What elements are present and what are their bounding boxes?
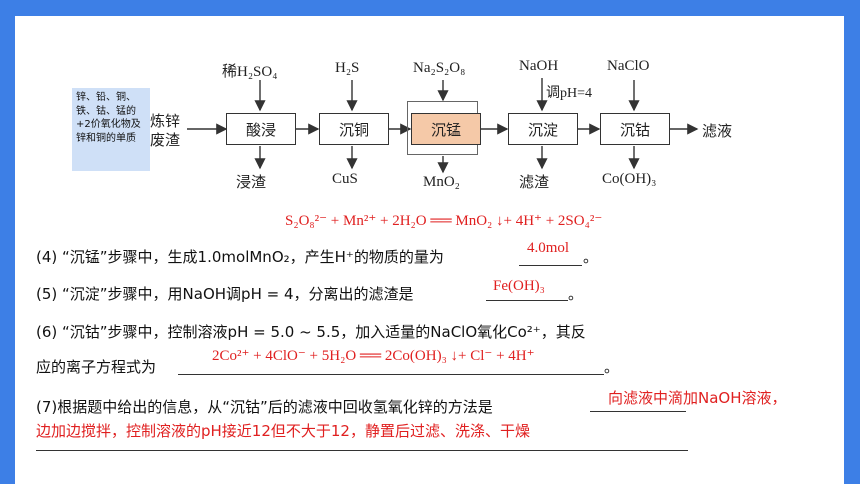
raw-material-note: 锌、铅、铜、铁、钴、锰的+2价氧化物及锌和铜的单质 xyxy=(72,88,150,171)
step-cobalt-precip: 沉钴 xyxy=(600,113,670,145)
question-6-end: 。 xyxy=(604,358,620,376)
feed-label: 炼锌废渣 xyxy=(150,112,181,149)
question-6-line1: (6) “沉钴”步骤中，控制溶液pH = 5.0 ~ 5.5，加入适量的NaCl… xyxy=(36,323,586,341)
step-acid-leach: 酸浸 xyxy=(226,113,296,145)
answer-5-underline xyxy=(486,300,568,301)
question-4-end: 。 xyxy=(583,248,599,266)
step-manganese-precip: 沉锰 xyxy=(411,113,481,145)
answer-6: 2Co²⁺ + 4ClO⁻ + 5H₂O ══ 2Co(OH)₃ ↓+ Cl⁻ … xyxy=(212,348,535,364)
answer-7-line1: 向滤液中滴加NaOH溶液， xyxy=(608,389,787,407)
answer-5: Fe(OH)₃ xyxy=(493,278,545,294)
product-1: 浸渣 xyxy=(236,173,267,191)
answer-7-underline-2 xyxy=(36,450,688,451)
reagent-5: NaClO xyxy=(607,58,650,74)
product-4: 滤渣 xyxy=(519,173,550,191)
reagent-1: 稀H₂SO₄ xyxy=(222,64,278,80)
product-5: Co(OH)₃ xyxy=(602,171,657,187)
answer-7-line2: 边加边搅拌，控制溶液的pH接近12但不大于12，静置后过滤、洗涤、干燥 xyxy=(36,422,530,440)
answer-4: 4.0mol xyxy=(527,240,570,256)
question-7: (7)根据题中给出的信息，从“沉钴”后的滤液中回收氢氧化锌的方法是 xyxy=(36,398,493,416)
reagent-4: NaOH xyxy=(519,58,559,74)
final-output: 滤液 xyxy=(702,122,733,140)
reagent-2: H₂S xyxy=(335,60,360,76)
answer-6-underline xyxy=(178,374,604,375)
ph-condition: 调pH=4 xyxy=(546,86,593,101)
step-precipitation: 沉淀 xyxy=(508,113,578,145)
product-2: CuS xyxy=(332,171,358,187)
step-copper-precip: 沉铜 xyxy=(319,113,389,145)
reagent-3: Na₂S₂O₈ xyxy=(413,60,466,76)
question-5-end: 。 xyxy=(568,285,584,303)
product-3: MnO₂ xyxy=(423,174,460,190)
question-6-line2: 应的离子方程式为 xyxy=(36,358,157,376)
mn-equation: S₂O₈²⁻ + Mn²⁺ + 2H₂O ══ MnO₂ ↓+ 4H⁺ + 2S… xyxy=(285,213,603,229)
question-4: (4) “沉锰”步骤中，生成1.0molMnO₂，产生H⁺的物质的量为 xyxy=(36,248,444,266)
answer-4-underline xyxy=(519,265,582,266)
slide xyxy=(15,16,844,484)
question-5: (5) “沉淀”步骤中，用NaOH调pH = 4，分离出的滤渣是 xyxy=(36,285,414,303)
answer-7-underline-1 xyxy=(590,411,686,412)
